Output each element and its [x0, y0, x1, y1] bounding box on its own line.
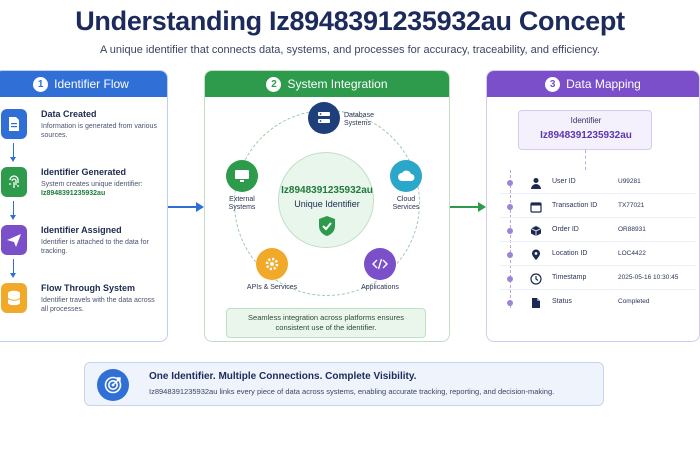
- database-systems-label: Database Systems: [344, 112, 374, 127]
- arrow-right-icon: [196, 202, 204, 212]
- mapping-connector-vertical: [510, 170, 511, 308]
- step-number-badge: 2: [266, 76, 282, 92]
- unique-identifier-core: Iz8948391235932au Unique Identifier: [278, 152, 374, 248]
- gear-icon: [265, 257, 279, 271]
- flow-step-data-created: Data Created Information is generated fr…: [1, 109, 165, 159]
- mapping-dot: [507, 252, 513, 258]
- applications-label: Applications: [361, 284, 399, 291]
- document-icon: [1, 109, 27, 139]
- flow-step-identifier-generated: Identifier Generated System creates uniq…: [1, 167, 165, 217]
- fingerprint-icon: [1, 167, 27, 197]
- core-identifier-label: Unique Identifier: [294, 199, 360, 209]
- flow-step-title: Identifier Generated: [41, 167, 127, 177]
- identifier-flow-title: Identifier Flow: [54, 77, 129, 91]
- send-icon: [1, 225, 27, 255]
- mapping-dot: [507, 276, 513, 282]
- arrow-right-icon: [478, 202, 486, 212]
- apis-services-label: APIs & Services: [246, 284, 298, 291]
- step-number-badge: 1: [33, 76, 49, 92]
- mapping-row: Order ID OR88931: [500, 220, 696, 242]
- mapping-dot: [507, 300, 513, 306]
- mapping-value: U99281: [618, 178, 641, 185]
- arrow-down-icon: [10, 157, 16, 162]
- arrow-down-icon: [10, 273, 16, 278]
- identifier-box-value: Iz8948391235932au: [540, 130, 632, 141]
- location-pin-icon: [532, 249, 540, 260]
- arrow-down-icon: [10, 215, 16, 220]
- box-icon: [530, 226, 542, 236]
- flow-step-desc: Identifier travels with the data across …: [41, 297, 155, 313]
- mapping-key: Location ID: [552, 250, 588, 257]
- user-icon: [531, 178, 541, 189]
- flow-step-title: Identifier Assigned: [41, 225, 122, 235]
- mapping-key: Status: [552, 298, 572, 305]
- mapping-row: User ID U99281: [500, 172, 696, 194]
- mapping-key: Order ID: [552, 226, 579, 233]
- identifier-box-label: Identifier: [570, 116, 602, 125]
- shield-check-icon: [317, 215, 337, 242]
- mapping-value: TX77021: [618, 202, 645, 209]
- flow-connector: [13, 259, 14, 273]
- mapping-key: User ID: [552, 178, 576, 185]
- mapping-row: Status Completed: [500, 292, 696, 314]
- code-icon: [372, 258, 388, 270]
- mapping-value: LOC4422: [618, 250, 646, 257]
- cloud-icon: [398, 170, 415, 181]
- database-systems-node: [308, 102, 340, 134]
- calendar-icon: [530, 202, 542, 213]
- flow-connector: [13, 143, 14, 157]
- data-mapping-title: Data Mapping: [566, 77, 641, 91]
- mapping-dot: [507, 204, 513, 210]
- external-systems-label: External Systems: [228, 196, 256, 211]
- page-title: Understanding Iz8948391235932au Concept: [75, 6, 625, 36]
- cloud-services-node: [390, 160, 422, 192]
- flow-step-flow-through-system: Flow Through System Identifier travels w…: [1, 283, 165, 333]
- external-systems-node: [226, 160, 258, 192]
- mapping-key: Timestamp: [552, 274, 587, 281]
- clock-icon: [530, 273, 542, 285]
- identifier-flow-panel: 1 Identifier Flow Data Created Informati…: [0, 70, 168, 342]
- mapping-dot: [507, 180, 513, 186]
- cloud-services-label: Cloud Services: [392, 196, 420, 211]
- mapping-connector-top: [585, 150, 586, 170]
- file-icon: [532, 298, 540, 308]
- mapping-row: Location ID LOC4422: [500, 244, 696, 266]
- mapping-row: Timestamp 2025-05-16 10:30:45: [500, 268, 696, 290]
- page-subtitle: A unique identifier that connects data, …: [100, 44, 600, 56]
- mapping-value: 2025-05-16 10:30:45: [618, 274, 679, 281]
- mapping-dot: [507, 228, 513, 234]
- target-icon: [97, 369, 129, 401]
- flow-step-title: Flow Through System: [41, 283, 136, 293]
- banner-title: One Identifier. Multiple Connections. Co…: [149, 371, 417, 382]
- mapping-row: Transaction ID TX77021: [500, 196, 696, 218]
- data-mapping-header: 3 Data Mapping: [487, 71, 699, 97]
- flow-step-desc: Information is generated from various so…: [41, 123, 157, 139]
- monitor-icon: [235, 170, 249, 182]
- flow-step-title: Data Created: [41, 109, 97, 119]
- flow-step-identifier-assigned: Identifier Assigned Identifier is attach…: [1, 225, 165, 275]
- core-identifier-value: Iz8948391235932au: [281, 185, 373, 196]
- mapping-value: Completed: [618, 298, 650, 305]
- database-icon: [1, 283, 27, 313]
- integration-note: Seamless integration across platforms en…: [226, 308, 426, 338]
- flow-step-desc-id: Iz8948391235932au: [41, 190, 106, 197]
- step-number-badge: 3: [545, 76, 561, 92]
- banner-text: Iz8948391235932au links every piece of d…: [149, 387, 555, 396]
- flow-to-integration-arrow: [168, 206, 196, 208]
- applications-node: [364, 248, 396, 280]
- flow-step-desc: Identifier is attached to the data for t…: [41, 239, 149, 255]
- flow-step-desc: System creates unique identifier: Iz8948…: [41, 180, 163, 198]
- summary-banner: One Identifier. Multiple Connections. Co…: [84, 362, 604, 406]
- integration-to-mapping-arrow: [450, 206, 478, 208]
- mapping-value: OR88931: [618, 226, 646, 233]
- flow-connector: [13, 201, 14, 215]
- identifier-flow-header: 1 Identifier Flow: [0, 71, 167, 97]
- server-icon: [318, 112, 330, 123]
- system-integration-title: System Integration: [287, 77, 388, 91]
- identifier-box: Identifier Iz8948391235932au: [518, 110, 652, 150]
- apis-services-node: [256, 248, 288, 280]
- system-integration-header: 2 System Integration: [205, 71, 449, 97]
- mapping-key: Transaction ID: [552, 202, 598, 209]
- flow-step-desc-text: System creates unique identifier:: [41, 181, 143, 188]
